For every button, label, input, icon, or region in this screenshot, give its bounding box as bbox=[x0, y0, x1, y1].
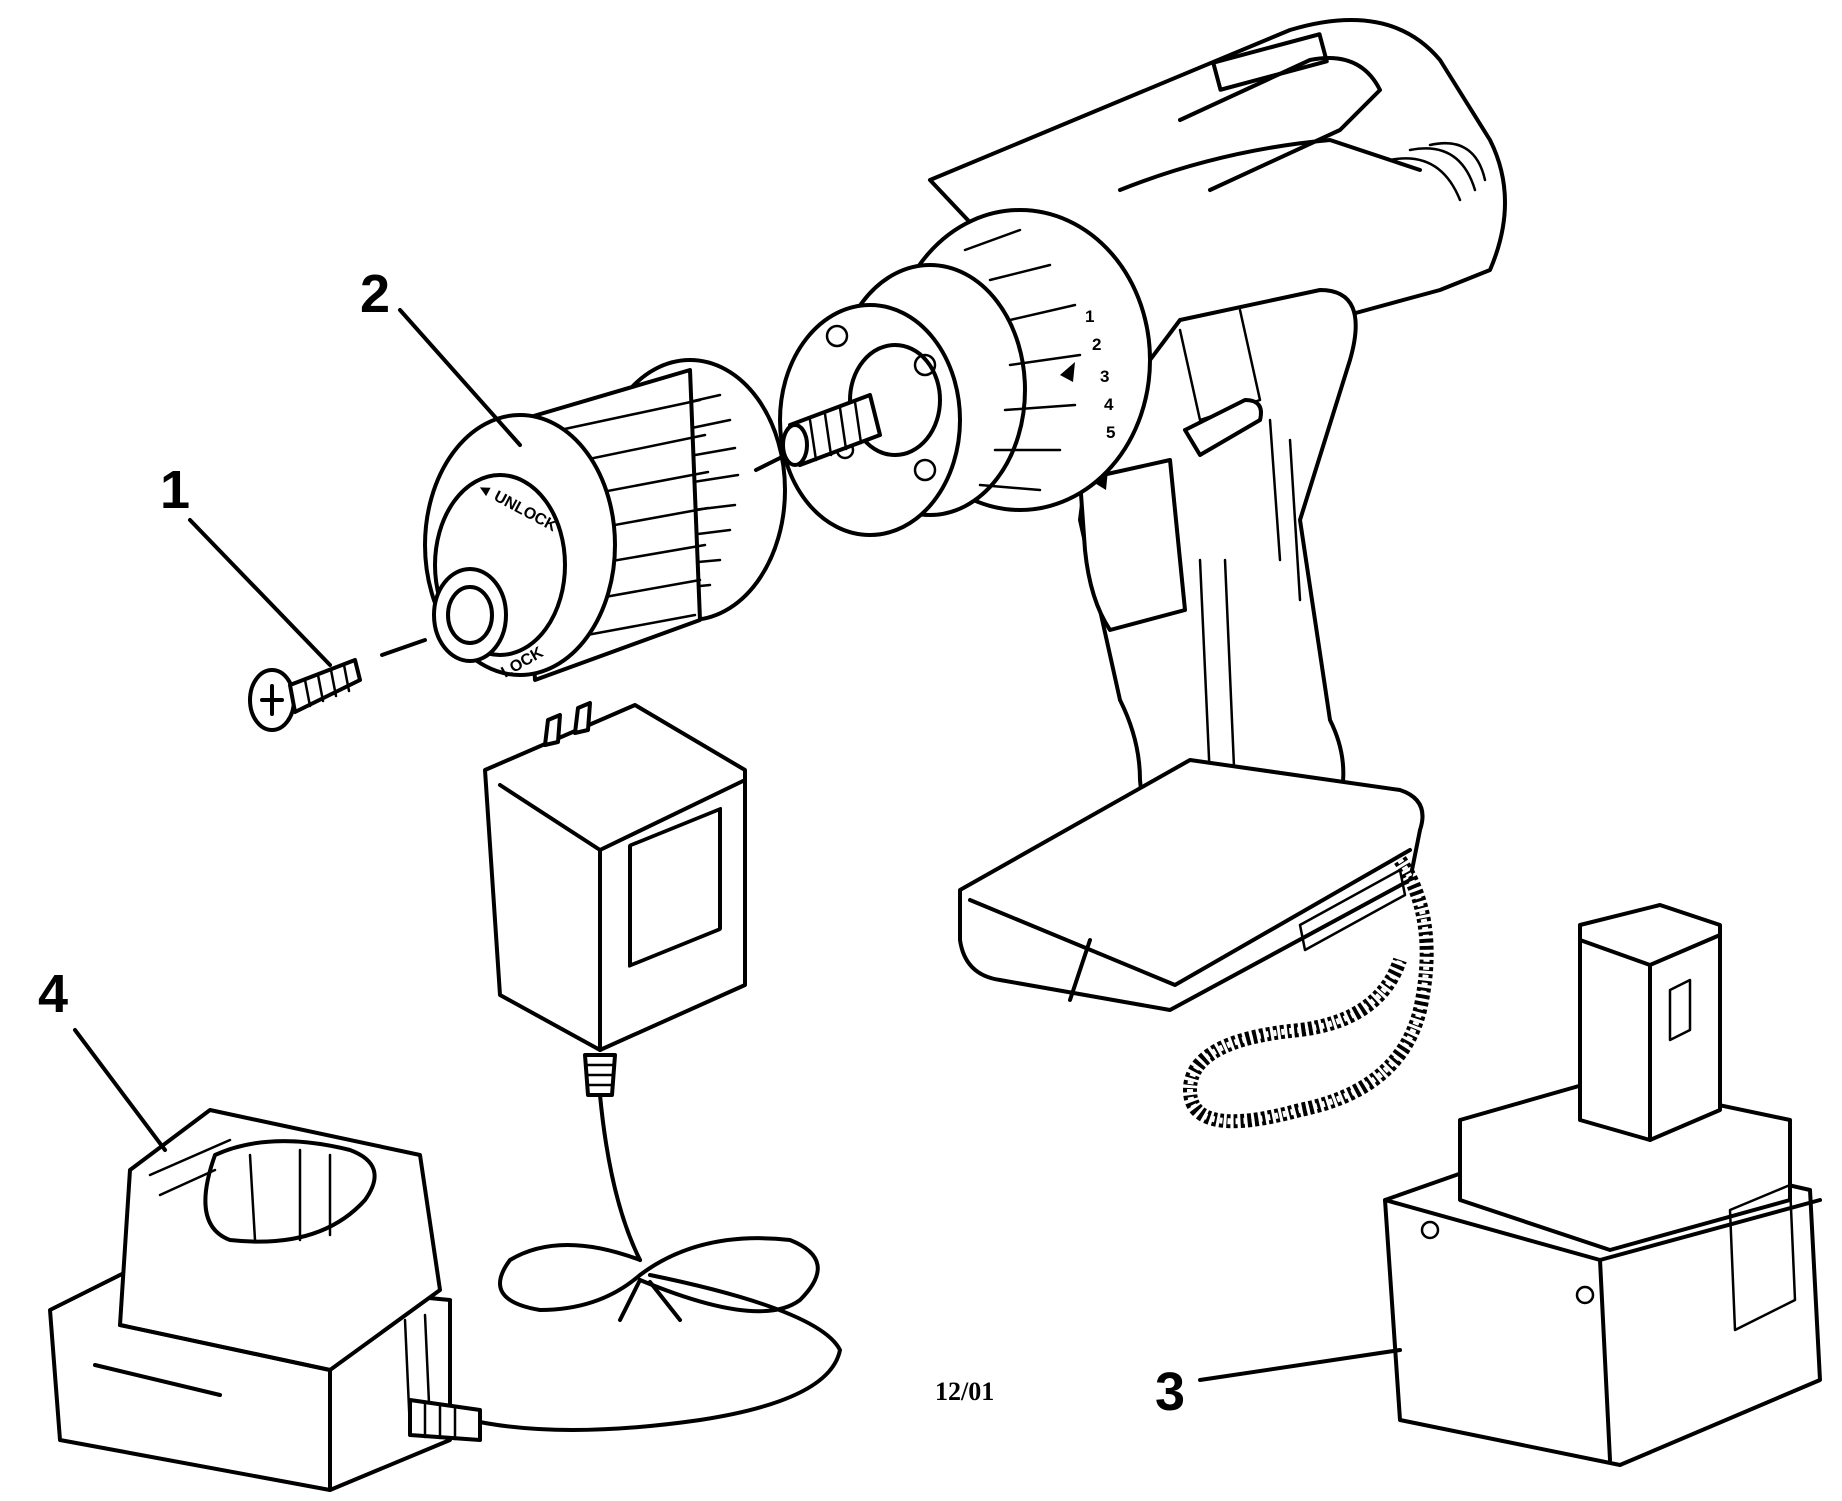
part-label-2: 2 bbox=[360, 264, 390, 324]
date-code: 12/01 bbox=[935, 1377, 994, 1406]
clutch-setting-numbers: 1 2 3 4 5 bbox=[1085, 307, 1115, 442]
part-label-1: 1 bbox=[160, 460, 190, 520]
part-label-4: 4 bbox=[38, 964, 68, 1024]
charger-base bbox=[48, 1108, 482, 1492]
part-label-3: 3 bbox=[1155, 1362, 1185, 1422]
callout-leaders bbox=[73, 308, 1402, 1382]
drill-front-collar bbox=[778, 208, 1152, 537]
clutch-setting-2: 2 bbox=[1092, 335, 1101, 354]
battery bbox=[1383, 903, 1822, 1467]
chuck: ◄ UNLOCK LOCK bbox=[423, 358, 787, 682]
screw bbox=[248, 638, 427, 732]
clutch-setting-5: 5 bbox=[1106, 423, 1115, 442]
clutch-setting-1: 1 bbox=[1085, 307, 1094, 326]
clutch-setting-3: 3 bbox=[1100, 367, 1109, 386]
clutch-setting-4: 4 bbox=[1104, 395, 1114, 414]
wall-adapter bbox=[468, 701, 842, 1432]
drill-body bbox=[928, 18, 1507, 1129]
